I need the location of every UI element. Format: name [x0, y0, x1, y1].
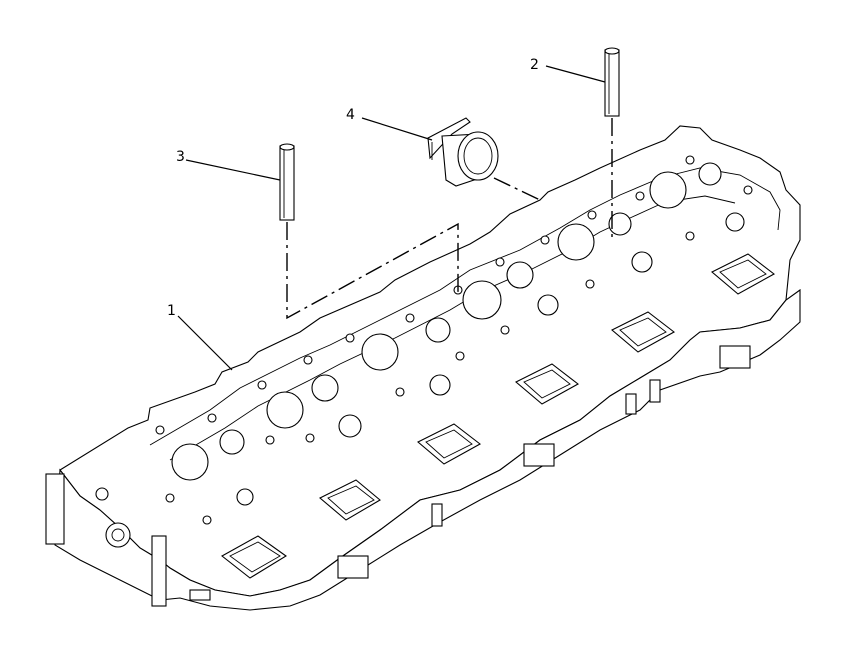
leader-4: [361, 117, 433, 141]
front-flange: [45, 473, 65, 545]
dowel-pin-2: [604, 47, 620, 117]
front-port: [105, 522, 131, 548]
leader-2: [545, 65, 606, 83]
front-boss: [95, 487, 109, 501]
callout-3: 3: [176, 149, 185, 165]
callout-1: 1: [167, 303, 176, 319]
sleeve-4: [427, 117, 499, 187]
front-port-inner: [111, 528, 125, 542]
deck-gasket-line: [149, 167, 781, 446]
exhaust-ports: [221, 253, 775, 579]
leader-1: [177, 315, 233, 371]
leader-lines: [177, 65, 606, 371]
cylinder-head: [45, 125, 801, 611]
callout-2: 2: [530, 57, 539, 73]
leader-3: [185, 159, 281, 181]
assembly-line-3: [286, 222, 459, 320]
assembly-lines: [286, 118, 613, 320]
bolt-holes: [155, 155, 753, 525]
valve-openings: [171, 162, 745, 506]
callout-4: 4: [346, 107, 355, 123]
dowel-pin-3: [279, 143, 295, 221]
assembly-line-4: [493, 177, 541, 201]
front-flange-lower: [151, 535, 167, 607]
side-bosses: [189, 345, 751, 601]
